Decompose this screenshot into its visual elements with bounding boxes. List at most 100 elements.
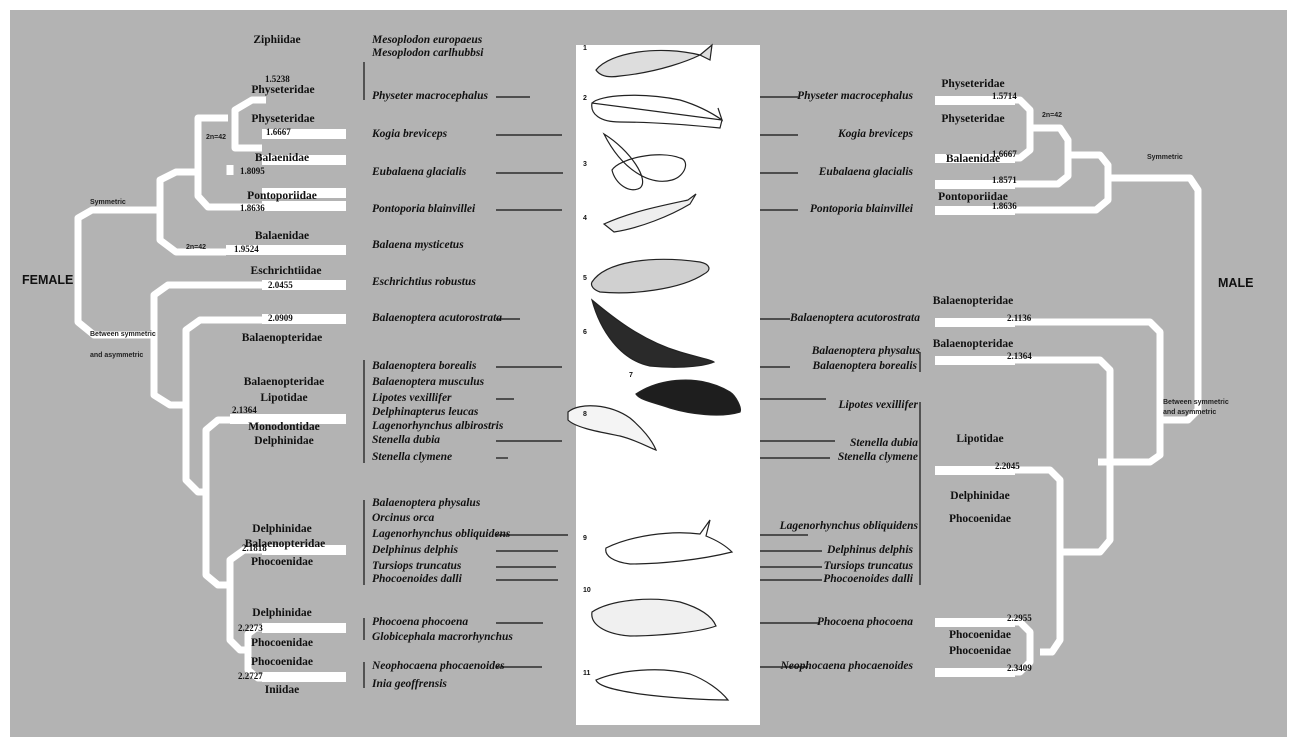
male-family-label: Physeteridae [941, 78, 1004, 91]
female-family-label: Phocoenidae [251, 637, 313, 650]
female-family-label: Phocoenidae [251, 656, 313, 669]
female-species-label: Orcinus orca [372, 512, 434, 525]
whale-10-drawing [592, 599, 716, 636]
female-value-label: 2.2273 [238, 623, 263, 633]
female-species-label: Neophocaena phocaenoides [372, 660, 505, 673]
female-value-label: 1.5238 [265, 74, 290, 84]
male-species-label: Lagenorhynchus obliquidens [780, 520, 918, 533]
female-value-label: 1.9524 [234, 244, 259, 254]
whale-5-drawing [591, 259, 708, 292]
note-symmetric: Symmetric [90, 198, 126, 207]
male-family-label: Phocoenidae [949, 629, 1011, 642]
figure-number: 6 [583, 329, 587, 336]
male-value-label: 1.8636 [992, 201, 1017, 211]
female-species-label: Delphinapterus leucas [372, 406, 478, 419]
female-family-label: Pontoporiidae [247, 190, 317, 203]
female-species-label: Delphinus delphis [372, 544, 458, 557]
male-value-label: 2.2045 [995, 461, 1020, 471]
male-species-label: Balaenoptera acutorostrata [790, 312, 920, 325]
whale-9-drawing [606, 520, 732, 564]
male-family-label: Balaenopteridae [933, 295, 1014, 308]
female-family-label: Balaenidae [255, 230, 309, 243]
whale-6-drawing [592, 300, 714, 367]
female-value-label: 2.2727 [238, 671, 263, 681]
female-family-label: Delphinidae [254, 435, 313, 448]
male-title: MALE [1218, 276, 1253, 290]
female-species-label: Kogia breviceps [372, 128, 447, 141]
male-family-label: Phocoenidae [949, 513, 1011, 526]
female-species-label: Phocoena phocoena [372, 616, 468, 629]
karyotype-label: 2n=42 [206, 133, 226, 142]
whale-1-drawing [596, 45, 712, 77]
whale-2-drawing [592, 95, 722, 128]
male-value-label: 1.5714 [992, 91, 1017, 101]
male-species-label: Phocoena phocoena [817, 616, 913, 629]
female-value-label: 2.1364 [232, 405, 257, 415]
figure-number: 4 [583, 215, 587, 222]
female-family-label: Eschrichtiidae [251, 265, 322, 278]
female-family-label: Delphinidae [252, 523, 311, 536]
female-family-label: Ziphiidae [253, 34, 300, 47]
male-value-label: 2.3409 [1007, 663, 1032, 673]
figure-number: 2 [583, 95, 587, 102]
figure-number: 7 [629, 372, 633, 379]
male-family-label: Lipotidae [956, 433, 1003, 446]
female-value-label: 1.8636 [240, 203, 265, 213]
male-species-label: Pontoporia blainvillei [810, 203, 913, 216]
female-species-label: Balaenoptera musculus [372, 376, 484, 389]
note-between: Between symmetric [1163, 398, 1229, 407]
male-value-label: 2.1364 [1007, 351, 1032, 361]
male-family-label: Physeteridae [941, 113, 1004, 126]
figure-number: 3 [583, 161, 587, 168]
male-species-label: Balaenoptera physalus [812, 345, 920, 358]
male-family-label: Delphinidae [950, 490, 1009, 503]
female-family-label: Physeteridae [251, 113, 314, 126]
male-family-label: Phocoenidae [949, 645, 1011, 658]
figure-number: 11 [583, 670, 590, 677]
male-value-label: 1.6667 [992, 149, 1017, 159]
female-species-label: Mesoplodon europaeus [372, 34, 482, 47]
female-species-label: Pontoporia blainvillei [372, 203, 475, 216]
female-family-label: Monodontidae [248, 421, 320, 434]
whale-3-drawing [604, 134, 686, 190]
female-species-label: Lagenorhynchus albirostris [372, 420, 503, 433]
female-family-label: Balaenopteridae [244, 376, 325, 389]
karyotype-label: 2n=42 [186, 243, 206, 252]
male-species-label: Lipotes vexillifer [838, 399, 918, 412]
female-value-label: 1.8095 [240, 166, 265, 176]
male-value-label: 2.2955 [1007, 613, 1032, 623]
female-family-label: Balaenidae [255, 152, 309, 165]
whale-7-drawing [636, 380, 740, 415]
female-family-label: Iniidae [265, 684, 300, 697]
male-species-label: Kogia breviceps [838, 128, 913, 141]
female-family-label: Physeteridae [251, 84, 314, 97]
male-value-label: 1.8571 [992, 175, 1017, 185]
female-species-label: Stenella clymene [372, 451, 452, 464]
note-between: and asymmetric [90, 351, 143, 360]
female-species-label: Tursiops truncatus [372, 560, 461, 573]
female-family-label: Delphinidae [252, 607, 311, 620]
female-value-label: 1.6667 [266, 127, 291, 137]
note-symmetric: Symmetric [1147, 153, 1183, 162]
whale-illustrations [10, 10, 1287, 737]
female-family-label: Balaenopteridae [242, 332, 323, 345]
female-species-label: Physeter macrocephalus [372, 90, 488, 103]
female-species-label: Balaenoptera borealis [372, 360, 476, 373]
female-species-label: Eubalaena glacialis [372, 166, 466, 179]
male-species-label: Tursiops truncatus [824, 560, 913, 573]
female-species-label: Stenella dubia [372, 434, 440, 447]
figure-number: 10 [583, 587, 591, 594]
note-between: and asymmetric [1163, 408, 1216, 417]
female-species-label: Lipotes vexillifer [372, 392, 452, 405]
male-species-label: Balaenoptera borealis [813, 360, 917, 373]
female-species-label: Inia geoffrensis [372, 678, 447, 691]
female-value-label: 2.1818 [242, 543, 267, 553]
karyotype-label: 2n=42 [1042, 111, 1062, 120]
female-species-label: Eschrichtius robustus [372, 276, 476, 289]
whale-4-drawing [604, 194, 696, 232]
female-family-label: Phocoenidae [251, 556, 313, 569]
female-species-label: Mesoplodon carlhubbsi [372, 47, 484, 60]
female-species-label: Lagenorhynchus obliquidens [372, 528, 510, 541]
male-species-label: Phocoenoides dalli [823, 573, 913, 586]
